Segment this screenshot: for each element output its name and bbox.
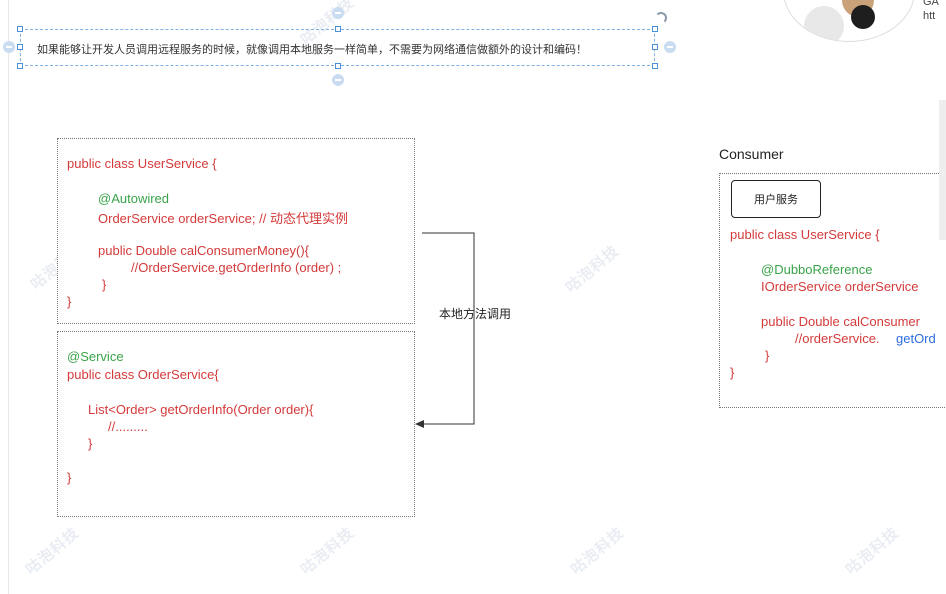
add-connector-bottom-icon[interactable] bbox=[332, 74, 344, 86]
rotate-icon[interactable] bbox=[655, 12, 667, 24]
user-service-box[interactable] bbox=[57, 138, 415, 324]
microphone-icon bbox=[851, 5, 875, 29]
add-connector-left-icon[interactable] bbox=[3, 41, 15, 53]
code-line: } bbox=[102, 277, 107, 292]
user-service-button[interactable]: 用户服务 bbox=[731, 180, 821, 218]
code-line: } bbox=[67, 470, 72, 485]
arrow-label: 本地方法调用 bbox=[439, 307, 512, 321]
consumer-box[interactable] bbox=[719, 173, 946, 408]
code-line: } bbox=[88, 436, 93, 451]
code-line: OrderService orderService; // 动态代理实例 bbox=[98, 211, 348, 226]
resize-handle[interactable] bbox=[335, 63, 341, 69]
corner-text-1: GA bbox=[923, 0, 939, 8]
selected-text[interactable]: 如果能够让开发人员调用远程服务的时候，就像调用本地服务一样简单，不需要为网络通信… bbox=[37, 43, 587, 56]
code-line: @Service bbox=[67, 349, 124, 364]
code-line: //orderService. bbox=[795, 331, 880, 346]
code-line: public class UserService { bbox=[67, 156, 217, 171]
page-left-edge bbox=[8, 0, 9, 594]
order-service-box[interactable] bbox=[57, 331, 415, 517]
resize-handle[interactable] bbox=[652, 63, 658, 69]
corner-text-2: htt bbox=[923, 10, 936, 22]
resize-handle[interactable] bbox=[17, 44, 23, 50]
code-line: } bbox=[730, 365, 735, 380]
code-line: public class OrderService{ bbox=[67, 367, 219, 382]
consumer-title: Consumer bbox=[719, 146, 784, 162]
add-connector-right-icon[interactable] bbox=[664, 41, 676, 53]
code-line: @DubboReference bbox=[761, 262, 873, 277]
code-line: public Double calConsumerMoney(){ bbox=[98, 243, 309, 258]
add-connector-top-icon[interactable] bbox=[332, 7, 344, 19]
code-line: } bbox=[765, 348, 770, 363]
code-line: //OrderService.getOrderInfo (order) ; bbox=[131, 260, 342, 275]
code-line: public class UserService { bbox=[730, 227, 880, 242]
code-line: @Autowired bbox=[98, 191, 170, 206]
scrollbar[interactable] bbox=[939, 100, 946, 240]
resize-handle[interactable] bbox=[17, 63, 23, 69]
resize-handle[interactable] bbox=[652, 26, 658, 32]
code-line: public Double calConsumer bbox=[761, 314, 920, 329]
code-line: IOrderService orderService bbox=[761, 279, 919, 294]
code-line: List<Order> getOrderInfo(Order order){ bbox=[88, 402, 314, 417]
resize-handle[interactable] bbox=[652, 44, 658, 50]
code-line: getOrd bbox=[896, 331, 936, 346]
resize-handle[interactable] bbox=[17, 26, 23, 32]
resize-handle[interactable] bbox=[335, 26, 341, 32]
code-line: } bbox=[67, 294, 72, 309]
code-line: //......... bbox=[108, 419, 148, 434]
